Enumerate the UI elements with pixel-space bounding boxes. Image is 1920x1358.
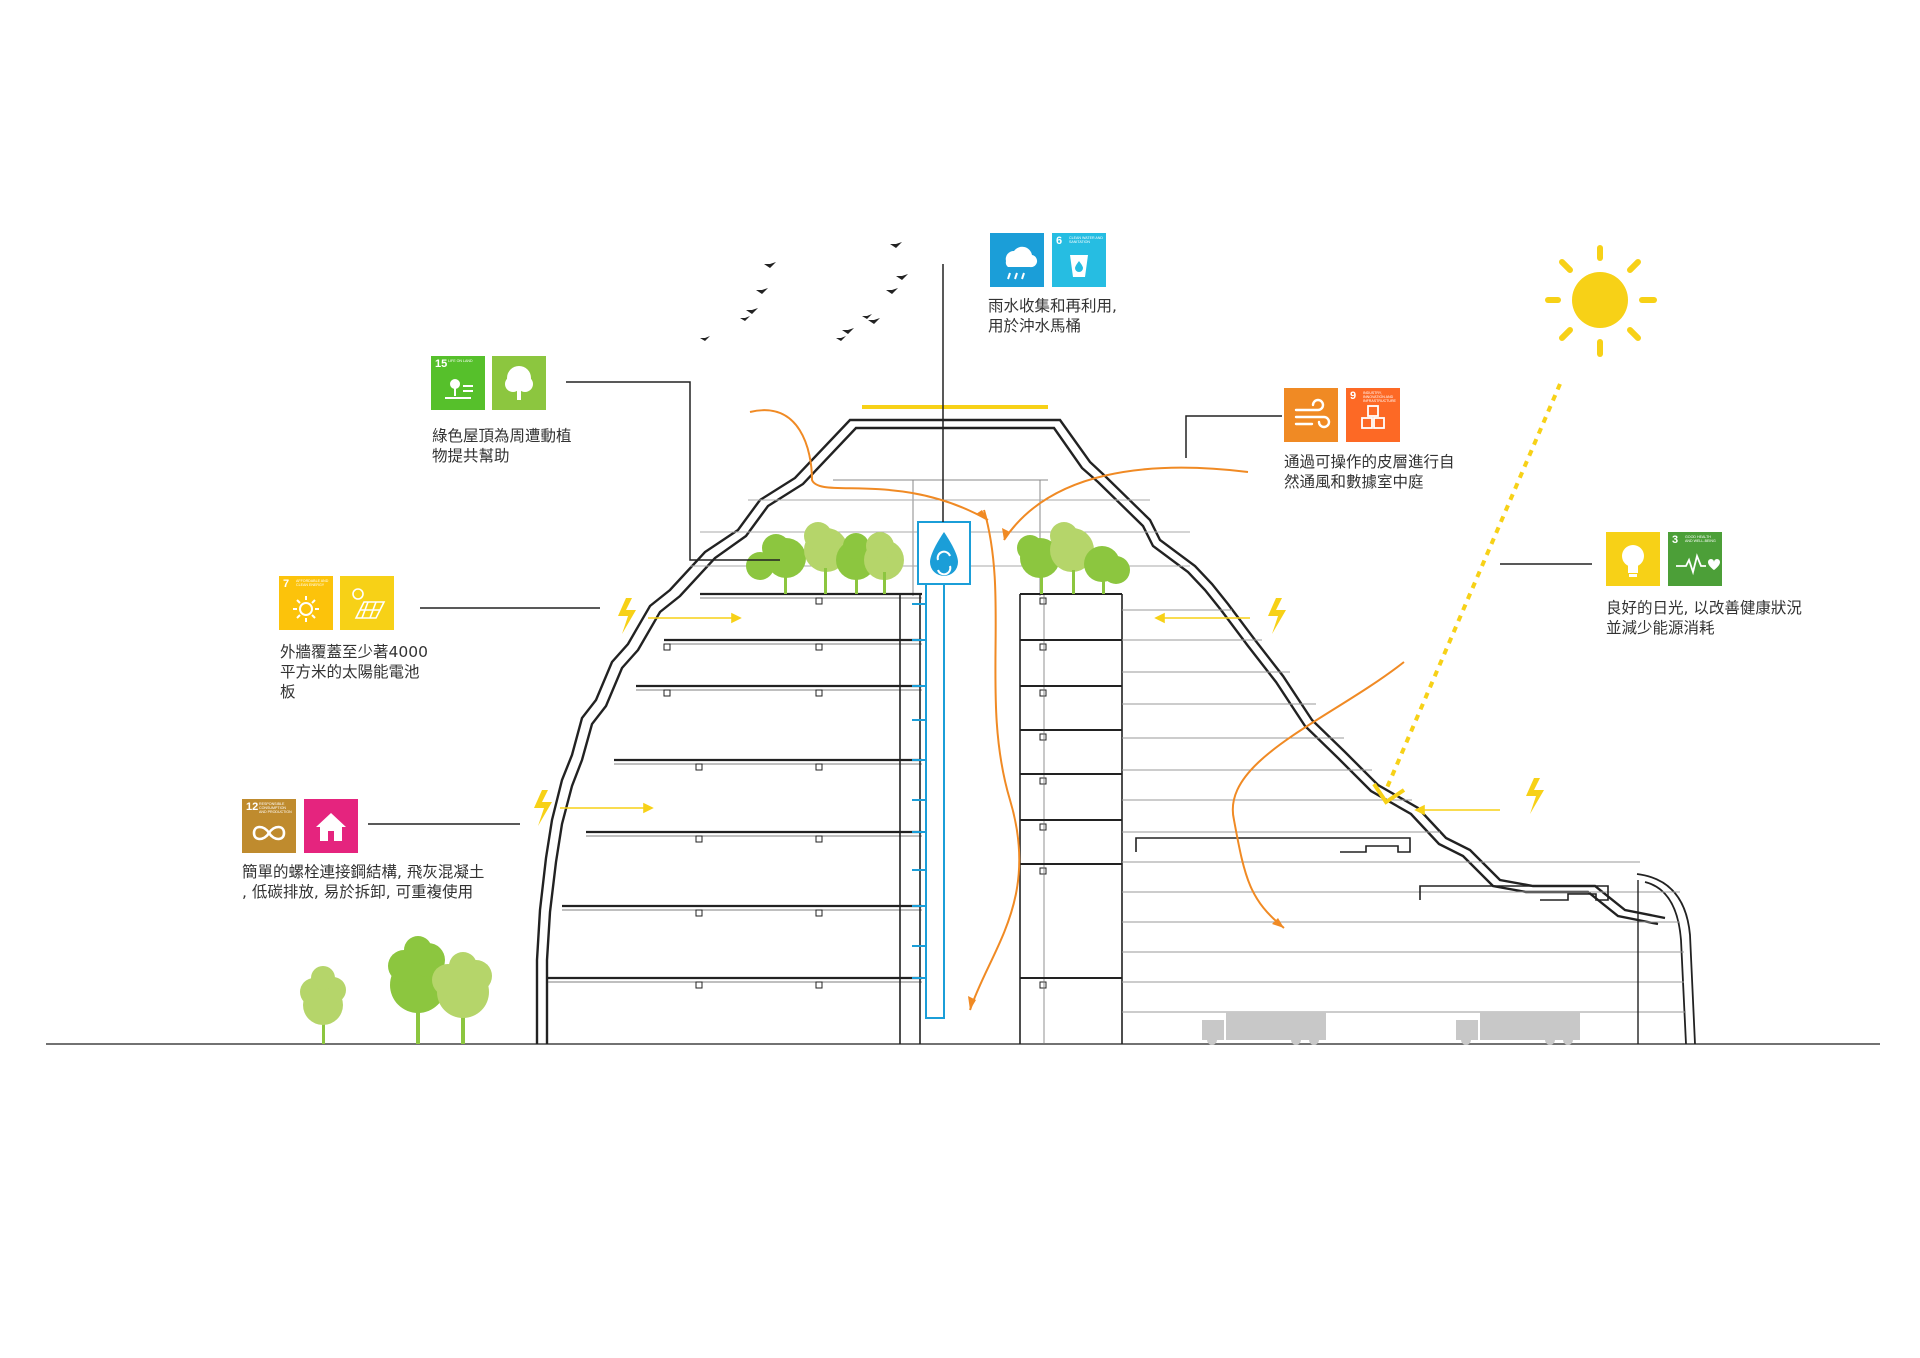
- server-racks: [1135, 837, 1609, 901]
- roof-trees-left: [746, 522, 904, 594]
- rainwater-pipe: [912, 580, 945, 1019]
- sdg-15-badge: 15 LIFE ON LAND: [431, 356, 485, 410]
- structure-annotation: 簡單的螺栓連接鋼結構, 飛灰混凝土 , 低碳排放, 易於拆卸, 可重複使用: [242, 863, 485, 901]
- sdg-9-badge: 9 INDUSTRY, INNOVATION AND INFRASTRUCTUR…: [1346, 388, 1400, 442]
- beam-markers: [663, 597, 1047, 989]
- daylight-annotation: 良好的日光, 以改善健康狀況 並減少能源消耗: [1606, 599, 1802, 637]
- sun-icon: [1545, 245, 1657, 357]
- sdg-7-badge: 7 AFFORDABLE AND CLEAN ENERGY: [279, 576, 333, 630]
- sdg-3-badge: 3 GOOD HEALTH AND WELL-BEING: [1668, 532, 1722, 586]
- sdg-rain-badge: [990, 233, 1044, 287]
- core-walls: [899, 594, 1123, 1044]
- daylight-ray: [1384, 383, 1562, 791]
- green-roof-annotation: 綠色屋頂為周遭動植 物提共幫助: [432, 427, 572, 465]
- ground-trees: [300, 936, 492, 1044]
- rainwater-annotation: 雨水收集和再利用, 用於沖水馬桶: [988, 297, 1117, 335]
- water-tank: [917, 521, 971, 585]
- building-shell: [535, 418, 1666, 1044]
- floor-slab-thin-left: [548, 597, 922, 983]
- birds: [700, 242, 908, 341]
- daylight-arrowhead: [1372, 782, 1406, 805]
- right-end-wall: [1636, 873, 1696, 1045]
- sdg-6-badge: 6 CLEAN WATER AND SANITATION: [1052, 233, 1106, 287]
- solar-energy-arrows: [534, 598, 1544, 826]
- solar-annotation: 外牆覆蓋至少著4000 平方米的太陽能電池 板: [280, 643, 428, 701]
- floor-slabs-core-right: [1020, 593, 1122, 979]
- airflow-arrowheads: [968, 510, 1284, 1010]
- house-badge: [304, 799, 358, 853]
- data-hall-lines: [1122, 609, 1686, 1044]
- airflow-arrows: [749, 409, 1405, 1011]
- roof-trees-right: [1017, 522, 1130, 594]
- trucks: [1202, 1012, 1580, 1045]
- leader-lines: [368, 381, 1592, 825]
- solar-panel-badge: [340, 576, 394, 630]
- floor-slabs-left: [548, 592, 922, 980]
- light-bulb-badge: [1606, 532, 1660, 586]
- tree-badge: [492, 356, 546, 410]
- wind-badge: [1284, 388, 1338, 442]
- ventilation-annotation: 通過可操作的皮層進行自 然通風和數據室中庭: [1284, 453, 1455, 491]
- sdg-12-badge: 12 RESPONSIBLE CONSUMPTION AND PRODUCTIO…: [242, 799, 296, 853]
